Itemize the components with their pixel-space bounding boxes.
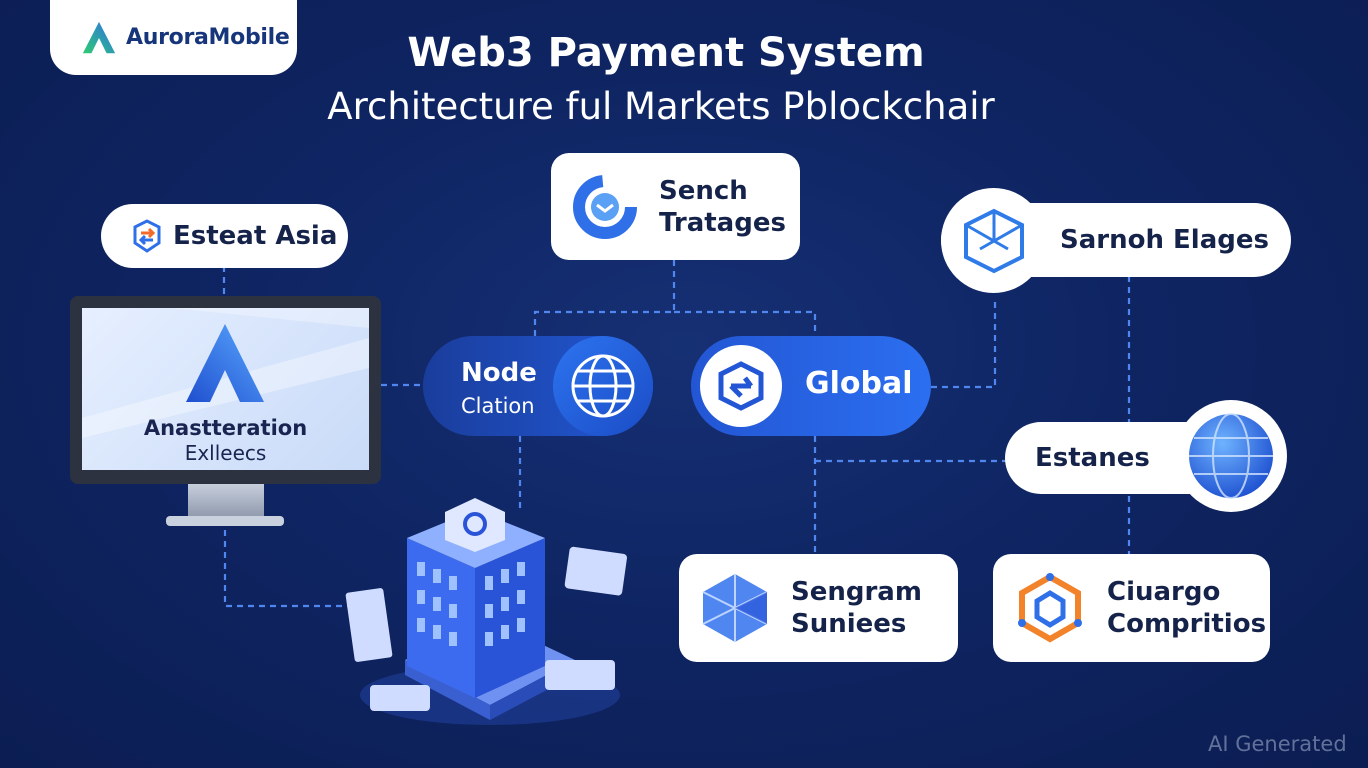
node-label: Global [805,366,913,401]
monitor-base [166,516,284,526]
node-sarnoh-elages: Sarnoh Elages [941,188,1291,293]
ai-generated-watermark: AI Generated [1208,732,1347,756]
diagram-subtitle: Architecture ful Markets Pblockchair [327,85,995,128]
globe-icon [571,354,635,418]
node-label-line1: Node [461,358,537,388]
node-label-line1: Sench [659,175,748,206]
node-estanes: Estanes [1005,400,1287,512]
node-sench-tratages: Sench Tratages [551,153,800,260]
aurora-a-icon [186,324,264,402]
diagram-title: Web3 Payment System [407,30,925,76]
node-label: Esteat Asia [173,221,338,251]
node-label-line2: Tratages [659,207,786,238]
node-sengram-suniees: Sengram Suniees [679,554,958,662]
data-center-building [345,490,635,730]
crystal-cube-icon [702,574,768,642]
node-ciuargo-compritios: Ciuargo Compritios [993,554,1270,662]
cube-network-icon-badge [941,188,1046,293]
node-global: Global [691,336,931,436]
ring-chart-icon [573,174,637,239]
brand-logo: AuroraMobile [50,0,297,75]
node-label-line2: Suniees [791,609,907,639]
node-label-line2: Clation [461,394,535,418]
e-logo-icon [718,361,764,411]
e-logo-icon-badge [700,345,782,427]
exchange-arrows-icon [133,219,161,253]
node-esteat-asia: Esteat Asia [101,204,348,268]
globe-icon-badge [1175,400,1287,512]
monitor-stand [188,484,264,518]
monitor-device: Anastteration Exlleecs [70,296,381,484]
brand-name: AuroraMobile [126,25,290,50]
screen-label-line1: Anastteration [143,416,308,440]
node-label-line2: Compritios [1107,609,1267,639]
node-label: Estanes [1035,443,1150,473]
globe-icon-badge [553,336,653,436]
screen-label-line2: Exlleecs [184,441,267,465]
cube-network-icon [963,208,1024,273]
monitor-screen: Anastteration Exlleecs [82,308,369,470]
aurora-a-icon [82,21,116,53]
data-center-building-icon [345,498,627,725]
node-clation: Node Clation [423,336,653,436]
globe-icon [1189,413,1273,499]
node-label: Sarnoh Elages [1060,225,1269,255]
hexagon-network-icon [1018,573,1082,643]
node-label-line1: Ciuargo [1107,577,1221,607]
node-label-line1: Sengram [791,577,922,607]
screen-glow [82,308,369,438]
